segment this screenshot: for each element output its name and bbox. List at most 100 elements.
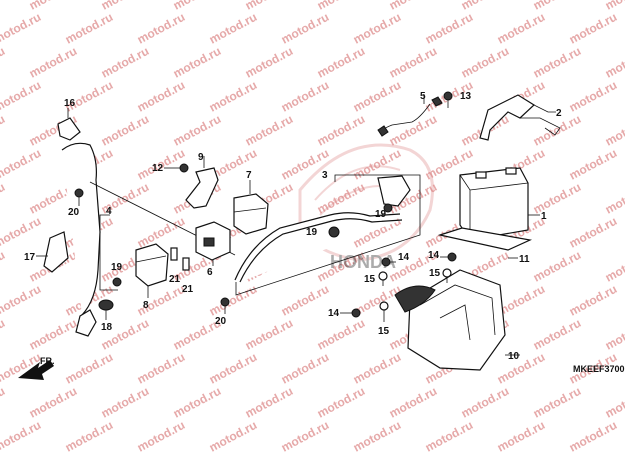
watermark-text: motod.ru — [603, 0, 625, 13]
watermark-text: motod.ru — [315, 44, 367, 81]
watermark-text: motod.ru — [603, 316, 625, 353]
watermark-text: motod.ru — [207, 418, 259, 455]
callout-12: 12 — [152, 163, 164, 174]
washers-15 — [378, 268, 452, 322]
callout-5: 5 — [420, 91, 426, 102]
watermark-text: motod.ru — [351, 418, 403, 455]
cover-17 — [36, 231, 69, 273]
callout-11: 11 — [519, 254, 530, 265]
watermark-text: motod.ru — [423, 10, 475, 47]
callout-21a: 21 — [169, 274, 181, 285]
watermark-text: motod.ru — [531, 316, 583, 353]
callout-13: 13 — [460, 91, 472, 102]
watermark-text: motod.ru — [243, 112, 295, 149]
watermark-text: motod.ru — [207, 282, 259, 319]
bolt-12 — [164, 163, 189, 173]
watermark-text: motod.ru — [99, 384, 151, 421]
callout-6: 6 — [207, 267, 213, 278]
watermark-text: motod.ru — [603, 248, 625, 285]
watermark-text: motod.ru — [459, 384, 511, 421]
diagram-code: MKEEF3700 — [573, 364, 625, 374]
watermark-text: motod.ru — [567, 418, 619, 455]
callout-3: 3 — [322, 170, 328, 181]
watermark-text: motod.ru — [0, 180, 7, 217]
watermark-text: motod.ru — [207, 78, 259, 115]
watermark-text: motod.ru — [0, 0, 7, 13]
watermark-text: motod.ru — [351, 10, 403, 47]
battery-strap — [479, 94, 561, 141]
fuses-21 — [170, 247, 190, 271]
watermark-text: motod.ru — [135, 214, 187, 251]
watermark-text: motod.ru — [351, 350, 403, 387]
watermark-text: motod.ru — [0, 44, 7, 81]
watermark-text: motod.ru — [0, 384, 7, 421]
watermark-text: motod.ru — [423, 418, 475, 455]
watermark-text: motod.ru — [531, 248, 583, 285]
battery-cable — [377, 94, 443, 137]
watermark-text: motod.ru — [495, 418, 547, 455]
clips-19 — [112, 203, 393, 287]
watermark-text: motod.ru — [171, 112, 223, 149]
callout-21b: 21 — [182, 284, 194, 295]
watermark-text: motod.ru — [279, 10, 331, 47]
watermark-text: motod.ru — [567, 78, 619, 115]
watermark-text: motod.ru — [279, 78, 331, 115]
bolt-13 — [443, 91, 453, 108]
callout-14b: 14 — [428, 250, 440, 261]
fr-arrow-icon — [18, 360, 54, 380]
watermark-text: motod.ru — [99, 44, 151, 81]
callout-20b: 20 — [215, 316, 227, 327]
callout-8: 8 — [143, 300, 149, 311]
callout-14a: 14 — [398, 252, 410, 263]
watermark-text: motod.ru — [0, 214, 43, 251]
watermark-text: motod.ru — [99, 112, 151, 149]
fuse-box — [135, 243, 169, 298]
watermark-text: motod.ru — [531, 44, 583, 81]
callout-17: 17 — [24, 252, 36, 263]
starter-relay — [233, 180, 269, 235]
watermark-text: motod.ru — [0, 112, 7, 149]
watermark-text: motod.ru — [279, 418, 331, 455]
watermark-text: motod.ru — [387, 44, 439, 81]
relay — [195, 221, 231, 266]
watermark-text: motod.ru — [243, 384, 295, 421]
callout-1: 1 — [541, 211, 547, 222]
callout-2: 2 — [556, 108, 562, 119]
watermark-text: motod.ru — [207, 10, 259, 47]
watermark-text: motod.ru — [351, 78, 403, 115]
watermark-text: motod.ru — [0, 10, 43, 47]
callout-15c: 15 — [378, 326, 390, 337]
grommet-18 — [98, 299, 114, 320]
watermark-text: motod.ru — [0, 146, 43, 183]
watermark-text: motod.ru — [495, 10, 547, 47]
callout-16: 16 — [64, 98, 76, 109]
fr-label: FR. — [40, 356, 55, 366]
watermark-text: motod.ru — [531, 180, 583, 217]
bolt-14c — [340, 308, 361, 318]
callout-20a: 20 — [68, 207, 80, 218]
watermark-text: motod.ru — [135, 350, 187, 387]
relay-bracket — [185, 156, 219, 209]
watermark-text: motod.ru — [27, 44, 79, 81]
watermark-text: motod.ru — [567, 282, 619, 319]
battery-box — [394, 269, 520, 371]
bolts-20 — [74, 188, 230, 314]
watermark-text: motod.ru — [459, 44, 511, 81]
callout-7: 7 — [246, 170, 252, 181]
watermark-text: motod.ru — [567, 146, 619, 183]
callout-15a: 15 — [364, 274, 376, 285]
watermark-text: motod.ru — [171, 44, 223, 81]
watermark-text: motod.ru — [603, 384, 625, 421]
watermark-text: motod.ru — [387, 384, 439, 421]
watermark-text: motod.ru — [135, 418, 187, 455]
watermark-text: motod.ru — [567, 10, 619, 47]
callout-19c: 19 — [306, 227, 318, 238]
honda-watermark-text: HONDA — [330, 252, 396, 272]
watermark-text: motod.ru — [27, 316, 79, 353]
watermark-text: motod.ru — [243, 44, 295, 81]
watermark-text: motod.ru — [63, 10, 115, 47]
watermark-text: motod.ru — [315, 384, 367, 421]
watermark-text: motod.ru — [0, 418, 43, 455]
callout-18: 18 — [101, 322, 113, 333]
